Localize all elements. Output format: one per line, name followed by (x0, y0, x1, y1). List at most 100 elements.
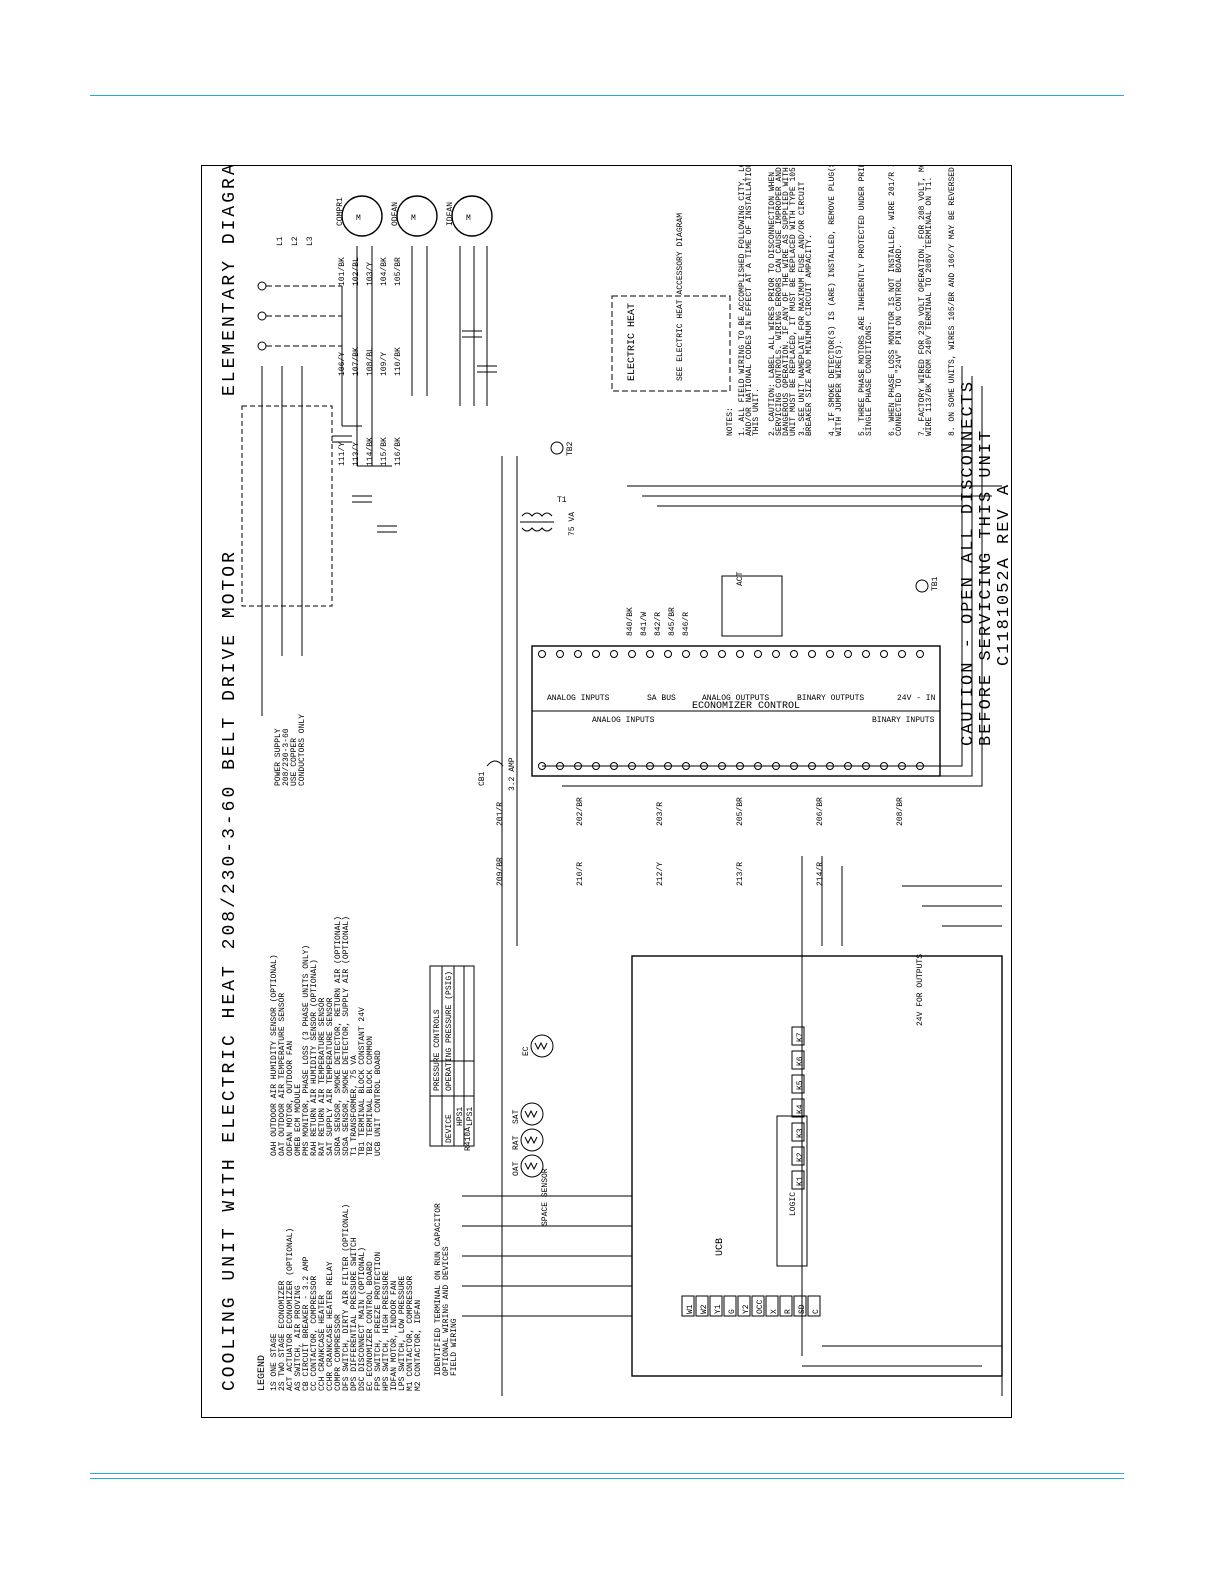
econ-pin (556, 650, 564, 658)
terminal-blocks: TB2 TB1 (550, 441, 940, 593)
svg-text:M: M (466, 214, 471, 223)
svg-text:M: M (411, 214, 416, 223)
legend-entry: DPS DIFFERENTIAL PRESSURE SWITCH (350, 1237, 359, 1391)
legend-entry: TB1 TERMINAL BLOCK CONSTANT 24V (358, 1007, 367, 1156)
ucb-label: UCB (715, 1238, 726, 1256)
compr1-label: COMPR1 (336, 197, 345, 226)
wire-label: 106/Y (338, 352, 347, 376)
ucb-terminal-box (807, 1295, 821, 1317)
legend-symbol: IDENTIFIED TERMINAL ON RUN CAPACITOR (434, 1203, 443, 1376)
tb2-label-top: TB2 (566, 441, 575, 456)
k-relay-label: K5 (796, 1080, 805, 1090)
legend-entry: 2S TWO STAGE ECONOMIZER (278, 1280, 287, 1391)
note-line: 3. SEE UNIT NAMEPLATE FOR MAXIMUM FUSE A… (798, 181, 807, 436)
caution-line-3: C1181052A REV A (995, 483, 1013, 666)
wire-label: 846/R (682, 612, 691, 636)
l1-label: L1 (276, 236, 285, 246)
wire-label: 202/BR (576, 797, 585, 826)
pressure-header-device: DEVICE (445, 1114, 454, 1143)
thermistor-zigzag (524, 1161, 538, 1171)
k-relay-box (791, 1146, 805, 1166)
legend-entry: DSC DISCONNECT MAIN (OPTIONAL) (358, 1247, 367, 1391)
ucb-terminal-label: X (770, 1309, 779, 1314)
wire-label: 104/BK (380, 257, 389, 286)
footer-rule-bottom (90, 1478, 1124, 1479)
wiring-diagram: COOLING UNIT WITH ELECTRIC HEAT 208/230-… (220, 166, 1013, 1396)
econ-binary-inputs: BINARY INPUTS (872, 716, 935, 725)
t1-rating: 75 VA (568, 512, 577, 536)
logic-label: LOGIC (789, 1192, 798, 1216)
idfan-motor (451, 195, 493, 237)
econ-analog-inputs-bottom: ANALOG INPUTS (592, 716, 655, 725)
legend-entry: TB2 TERMINAL BLOCK COMMON (366, 1036, 375, 1156)
wire-label: 101/BK (338, 257, 347, 286)
legend-entry: LPS SWITCH, LOW PRESSURE (398, 1276, 407, 1391)
ucb-terminal-label: Y1 (714, 1304, 723, 1314)
header-rule (90, 95, 1124, 96)
ucb-terminal-label: R (784, 1309, 793, 1314)
legend-entry: PMS MONITOR, PHASE LOSS (3 PHASE UNITS O… (302, 945, 311, 1156)
pressure-controls-table: PRESSURE CONTROLS DEVICE OPERATING PRESS… (429, 965, 475, 1151)
k-relay-box (791, 1026, 805, 1046)
wire-label: 841/W (640, 612, 649, 636)
power-supply-line: CONDUCTORS ONLY (298, 714, 307, 786)
note-line: AND/OR NATIONAL CODES IN EFFECT AT A TIM… (745, 166, 754, 436)
ucb-outputs-24v: 24V FOR OUTPUTS (916, 954, 925, 1026)
control-wiring (462, 366, 1003, 1396)
legend-entry: FPS SWITCH, FREEZE PROTECTION (374, 1252, 383, 1391)
legend-heading: LEGEND (257, 1355, 268, 1391)
legend-entry: CB CIRCUIT BREAKER - 3.2 AMP (302, 1256, 311, 1391)
caution-line-1: CAUTION - OPEN ALL DISCONNECTS (959, 380, 978, 746)
econ-pin (700, 650, 708, 658)
wire-label: 116/BK (394, 437, 403, 466)
ucb-terminal-label: W2 (700, 1304, 709, 1314)
legend-entry: CCHR CRANKCASE HEATER RELAY (326, 1261, 335, 1391)
pressure-table-title: PRESSURE CONTROLS (433, 1009, 442, 1091)
ucb-terminal-box (765, 1295, 779, 1317)
note-line: THIS UNIT. (752, 388, 761, 436)
wire-label: 205/BR (736, 797, 745, 826)
power-supply-line: USE COPPER (290, 738, 299, 786)
wire-label: 201/R (496, 802, 505, 826)
econ-analog-outputs: ANALOG OUTPUTS (702, 694, 769, 703)
note-line: 2. CAUTION: LABEL ALL WIRES PRIOR TO DIS… (768, 172, 777, 436)
wire-label: 107/BK (352, 347, 361, 376)
legend-entry: CC CONTACTOR, COMPRESSOR (310, 1276, 319, 1391)
legend-entry: SDSA SENSOR, SMOKE DETECTOR, SUPPLY AIR … (342, 916, 351, 1156)
tb1-label: TB1 (931, 576, 940, 591)
circuit-breaker: CB1 3.2 AMP (478, 757, 517, 791)
legend-entry: EC ECONOMIZER CONTROL BOARD (366, 1261, 375, 1391)
econ-pin (574, 650, 582, 658)
econ-pin (844, 650, 852, 658)
sensor-label: EC (522, 1046, 531, 1056)
l2-label: L2 (291, 236, 300, 246)
ucb-terminal-box (723, 1295, 737, 1317)
note-line: 8. ON SOME UNITS, WIRES 105/BR AND 106/Y… (948, 166, 957, 436)
legend-entry: UCB UNIT CONTROL BOARD (374, 1050, 383, 1156)
econ-pin (880, 650, 888, 658)
k-relay-box (791, 1170, 805, 1190)
cb-rating: 3.2 AMP (508, 757, 517, 791)
legend-entry: OMEB ECM MODULE (294, 1084, 303, 1156)
econ-pin (808, 650, 816, 658)
ucb-terminal-box (737, 1295, 751, 1317)
econ-pin (718, 650, 726, 658)
odfan-motor (396, 195, 438, 237)
note-line: 4. IF SMOKE DETECTOR(S) IS (ARE) INSTALL… (828, 166, 837, 436)
ucb-terminal-label: W1 (686, 1304, 695, 1314)
pressure-refrigerant: R410A (464, 1127, 473, 1151)
wire-label: 105/BR (394, 257, 403, 286)
legend-entry: T1 TRANSFORMER, 75 VA (350, 1055, 359, 1156)
odfan-label: ODFAN (391, 202, 400, 226)
econ-pin (754, 650, 762, 658)
econ-analog-inputs-top: ANALOG INPUTS (547, 694, 610, 703)
legend-entry: ACT ACTUATOR ECONOMIZER (OPTIONAL) (286, 1228, 295, 1391)
econ-sa-bus: SA BUS (647, 694, 676, 703)
k-relay-label: K7 (796, 1032, 805, 1042)
ucb-terminal-box (779, 1295, 793, 1317)
sensor-symbol (520, 1128, 544, 1152)
k-relay-box (791, 1122, 805, 1142)
legend-entry: AS SWITCH, AIR PROVING (294, 1285, 303, 1391)
